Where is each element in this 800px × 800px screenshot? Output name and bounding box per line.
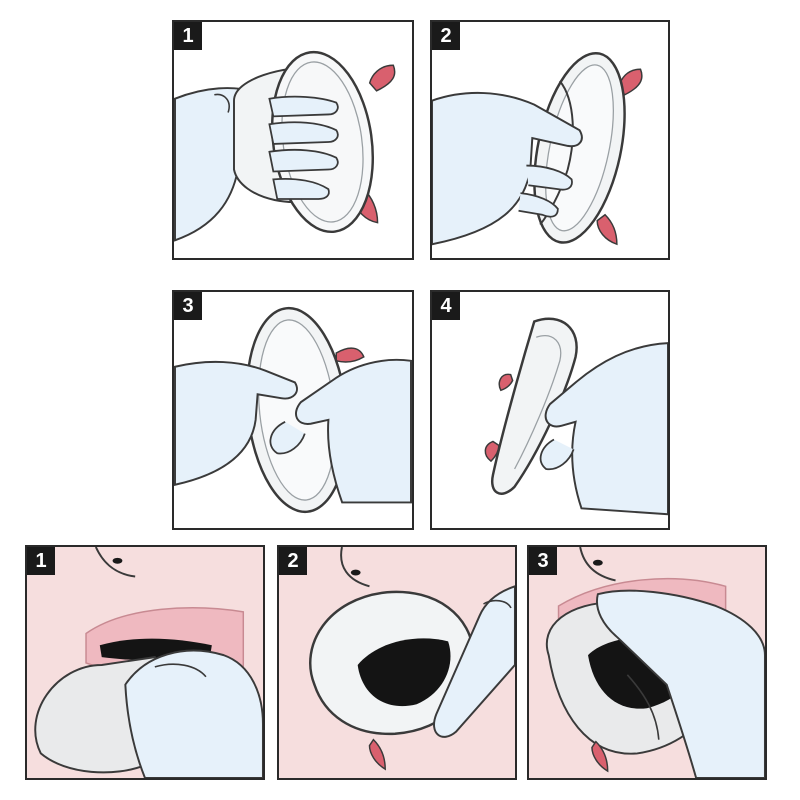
insert-step-panel-3: 3 (527, 545, 767, 780)
step-number-badge: 2 (279, 547, 307, 575)
insert-shield-illustration (279, 547, 515, 778)
glove-hand (432, 91, 583, 246)
glove-hand (596, 589, 765, 778)
lip-shield (309, 590, 475, 771)
insert-shield-illustration (529, 547, 765, 778)
lip-shield-folded (484, 317, 578, 495)
fold-shield-illustration (484, 317, 668, 516)
step-panel-4: 4 (430, 290, 670, 530)
insert-shield-illustration (27, 547, 263, 778)
glove-hand (539, 342, 668, 516)
step-number-badge: 2 (432, 22, 460, 50)
glove-hand (433, 585, 515, 738)
glove-fingers (268, 95, 339, 200)
step-number-badge: 1 (27, 547, 55, 575)
insert-step-panel-1: 1 (25, 545, 265, 780)
lip-shield (533, 51, 643, 246)
step-panel-1: 1 (172, 20, 414, 260)
nose (579, 547, 616, 582)
fold-shield-illustration (174, 306, 412, 514)
nose (340, 547, 370, 588)
glove-hand-right (269, 358, 412, 504)
insert-step-panel-2: 2 (277, 545, 517, 780)
step-number-badge: 3 (529, 547, 557, 575)
fold-shield-illustration (174, 50, 396, 242)
fold-shield-illustration (432, 51, 643, 246)
glove-hand-left (174, 360, 298, 486)
nose (94, 547, 136, 578)
glove-hand (124, 649, 263, 778)
step-number-badge: 4 (432, 292, 460, 320)
step-number-badge: 3 (174, 292, 202, 320)
step-panel-3: 3 (172, 290, 414, 530)
step-panel-2: 2 (430, 20, 670, 260)
mouth (357, 638, 451, 707)
step-number-badge: 1 (174, 22, 202, 50)
